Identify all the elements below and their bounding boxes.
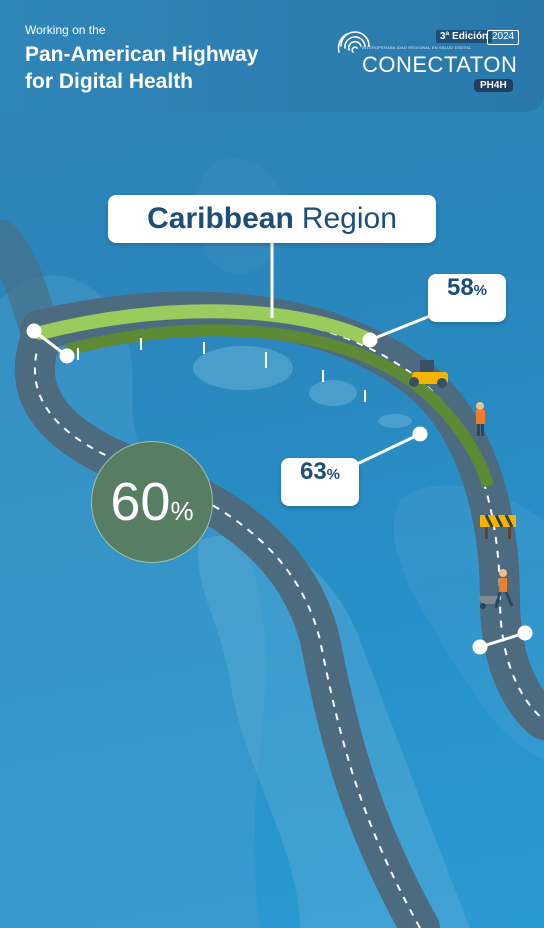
title-line-1: Pan-American Highway (25, 43, 259, 66)
stat-58-value: 58 (446, 274, 474, 301)
island (378, 414, 412, 428)
connector-end (472, 625, 533, 655)
connector-start (26, 323, 75, 364)
road-barrier-icon (480, 514, 516, 539)
page-title: Pan-American Highway for Digital Health (25, 41, 325, 95)
stat-63-box: 63 % (281, 458, 359, 506)
overall-progress-unit: % (170, 496, 194, 526)
island (193, 346, 293, 390)
road-center-line (34, 339, 421, 928)
construction-worker-icon (476, 402, 485, 436)
callout-line-58 (362, 314, 431, 348)
region-name-bold: Caribbean (147, 202, 294, 235)
road-roller-icon (409, 360, 448, 388)
road (0, 220, 60, 350)
header-kicker: Working on the (25, 23, 106, 37)
road-center-line (39, 310, 544, 721)
region-label: Caribbean Region (108, 195, 436, 243)
logo-wordmark: CONECTATON (362, 52, 518, 77)
wheelbarrow-worker-icon (478, 569, 514, 609)
progress-bar-light (33, 304, 377, 347)
title-line-2: for Digital Health (25, 70, 194, 93)
stat-63-unit: % (326, 466, 341, 483)
header-banner (0, 0, 544, 112)
tick-marks (77, 338, 366, 402)
stat-58-box: 58 % (428, 274, 506, 322)
ph4h-badge: PH4H (474, 79, 513, 92)
island (309, 380, 357, 406)
stat-63-value: 63 (299, 458, 327, 485)
overall-progress-circle: 60 % (91, 441, 213, 563)
callout-line-63 (354, 426, 428, 467)
year-badge: 2024 (487, 30, 520, 45)
stat-58-unit: % (473, 282, 488, 299)
logo-subtitle: INTEROPERABILIDAD REGIONAL EN SALUD DIGI… (362, 45, 472, 50)
region-name-regular: Region (301, 202, 397, 235)
progress-bar-dark (64, 324, 494, 488)
overall-progress-value: 60 (110, 472, 171, 532)
edition-badge: 3ª Edición (436, 30, 493, 43)
fingerprint-icon (337, 31, 370, 53)
